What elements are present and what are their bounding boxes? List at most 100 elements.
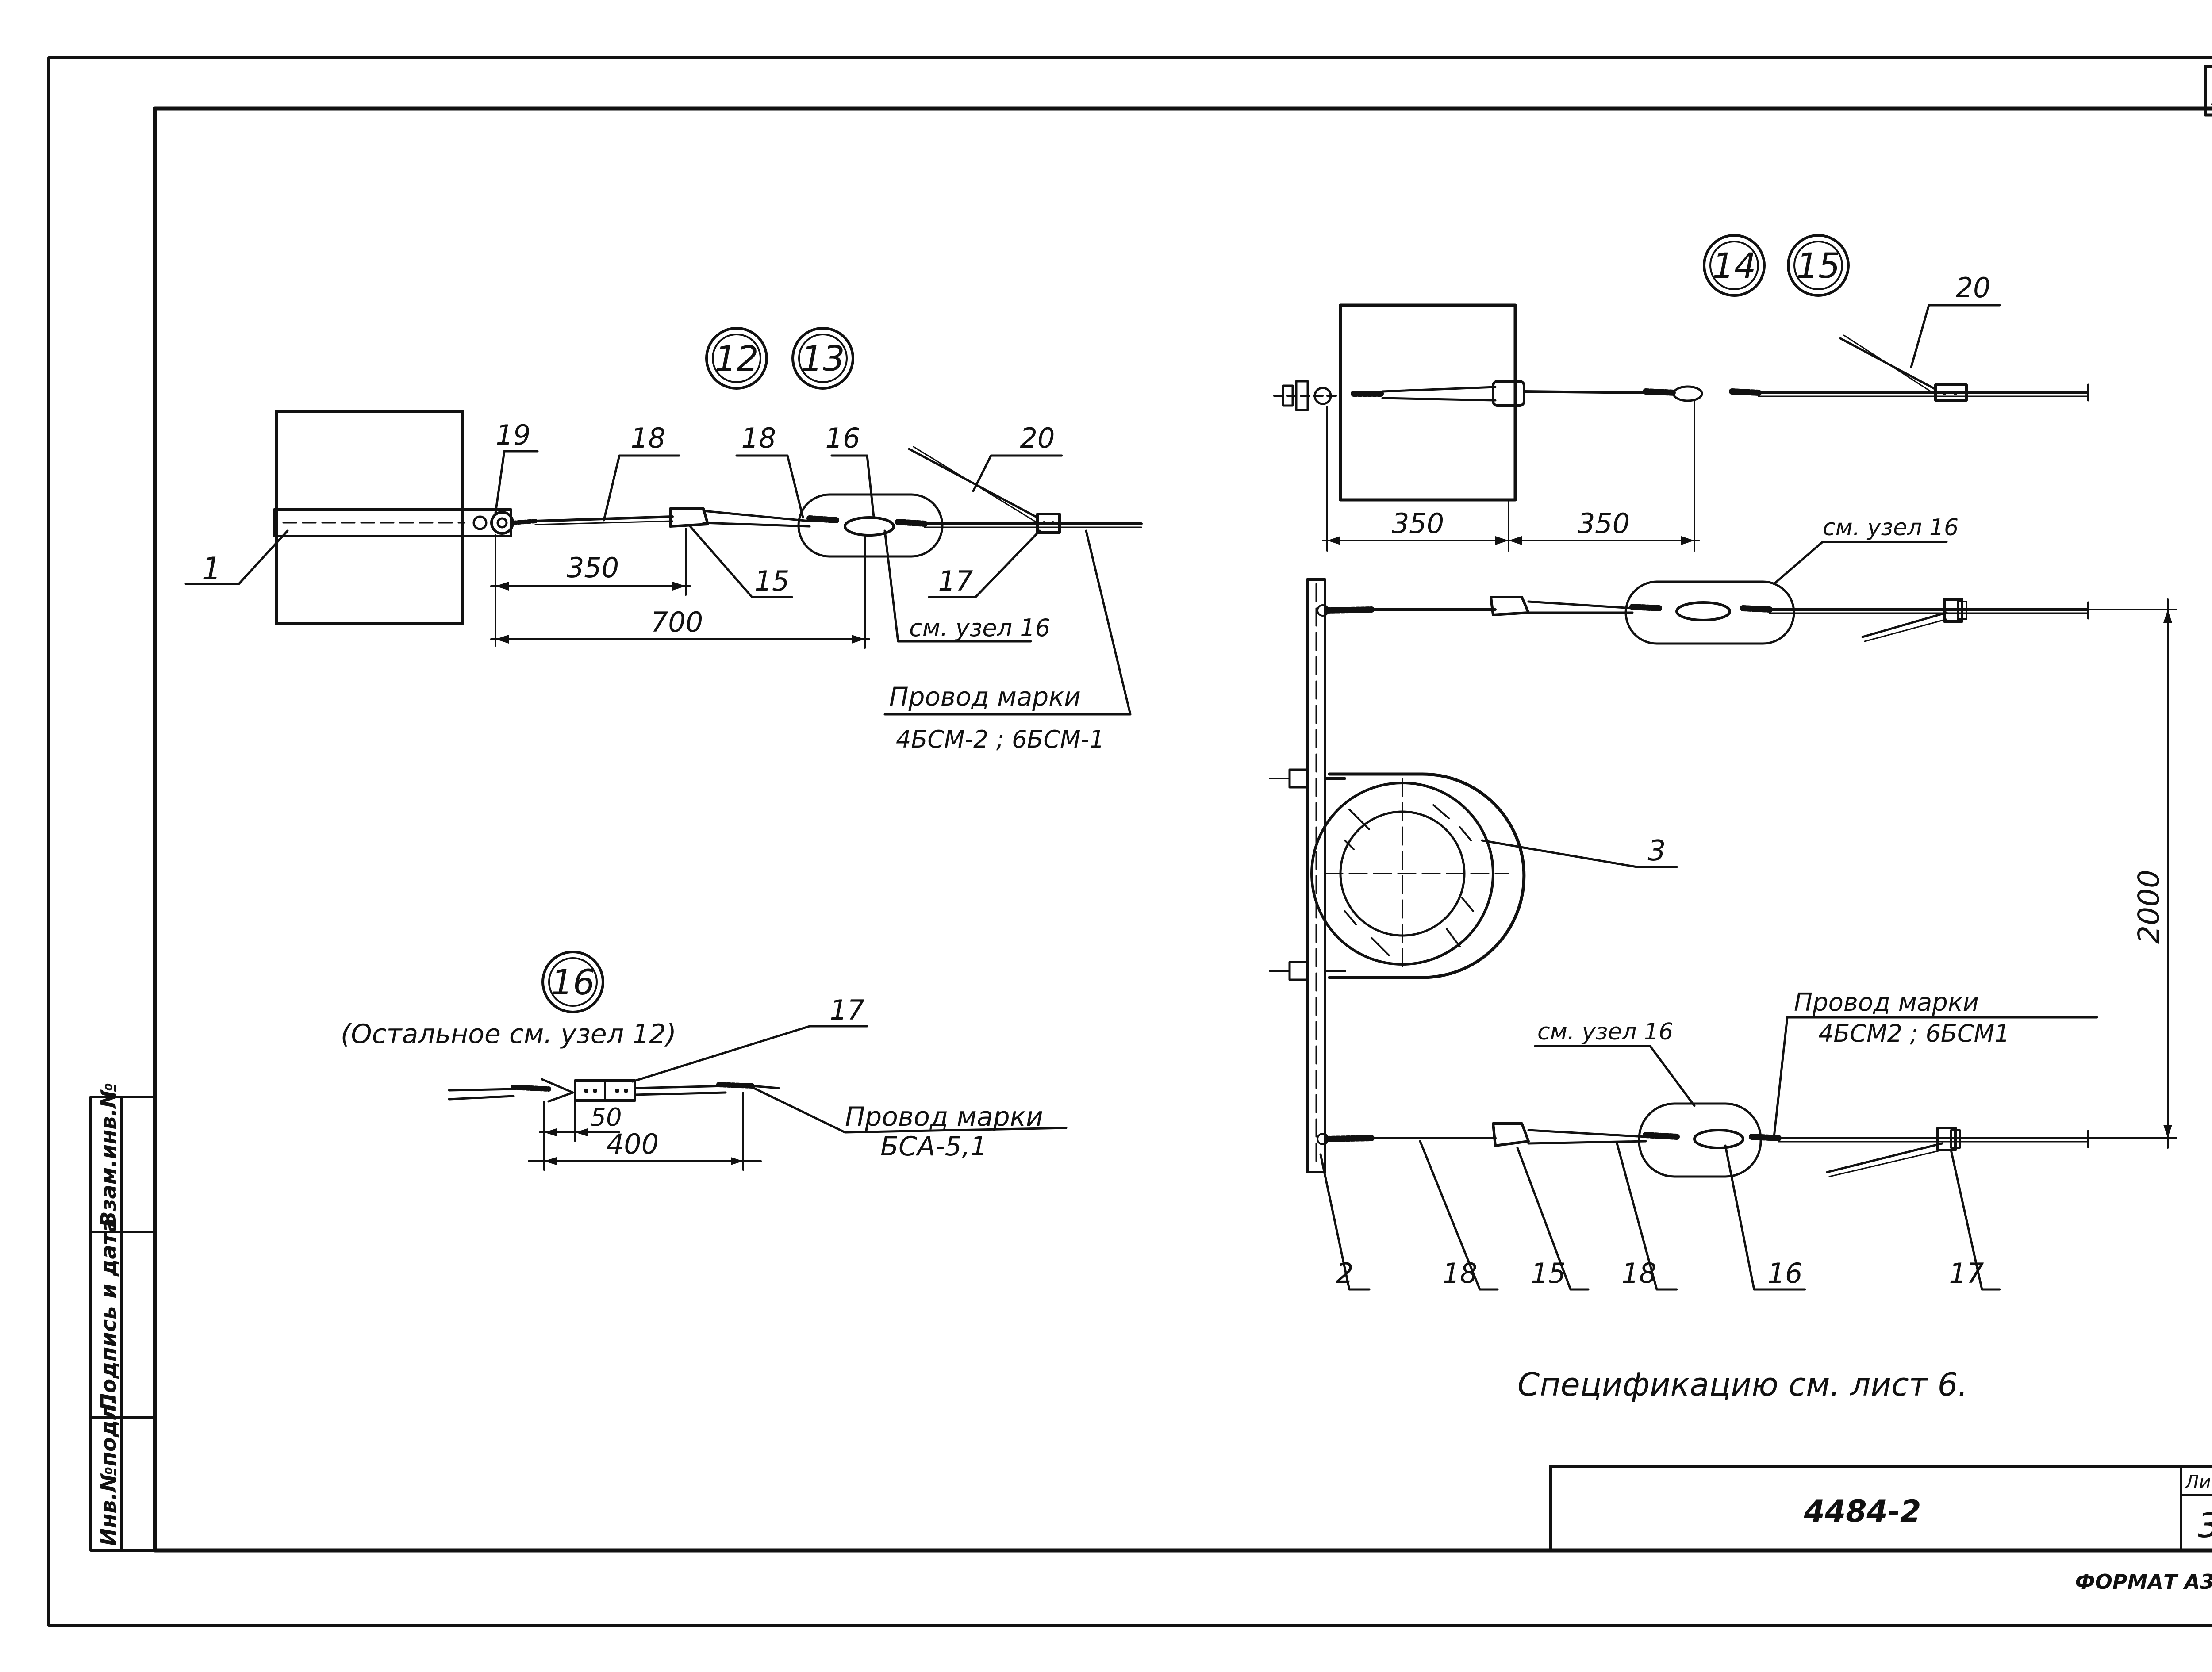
wire-node-12 [511, 446, 1143, 558]
svg-text:3: 3 [1648, 835, 1666, 867]
callout-1: 1 [184, 529, 289, 587]
svg-text:16: 16 [551, 963, 595, 1003]
svg-text:17: 17 [938, 565, 973, 597]
svg-text:15: 15 [1531, 1257, 1566, 1289]
sheet-label: Лист [2184, 1471, 2212, 1493]
wire-node-16 [448, 1078, 780, 1103]
callout-20: 20 [972, 422, 1063, 492]
node-marker-12: 12 [705, 327, 768, 390]
column [275, 410, 464, 625]
dim-400-node-16: 400 [528, 1092, 762, 1171]
dim-2000: 2000 [2087, 598, 2177, 1149]
node-12-13: 12 13 [184, 327, 1143, 753]
callout-15-lower: 15 [1516, 1147, 1590, 1291]
callout-2: 2 [1319, 1153, 1371, 1291]
sheet-number: 3 [2198, 1506, 2212, 1545]
svg-text:Провод марки: Провод марки [1794, 988, 1979, 1017]
callout-16: 16 [826, 422, 875, 518]
svg-text:см. узел 16: см. узел 16 [1537, 1019, 1673, 1045]
stamp-signature-date: Подпись и дата [96, 1218, 121, 1411]
stamp-replacement-inv: Взам.инв.№ [96, 1083, 121, 1228]
svg-text:17: 17 [830, 994, 865, 1026]
svg-text:400: 400 [607, 1128, 659, 1160]
ref-node-16-top: см. узел 16 [1773, 514, 1959, 585]
svg-text:18: 18 [1622, 1257, 1657, 1289]
title-block: 4484-2 Лист 3 ФОРМАТ А3 [1549, 1465, 2212, 1594]
callout-17-lower: 17 [1949, 1149, 2001, 1291]
svg-text:700: 700 [651, 606, 703, 638]
svg-text:19: 19 [496, 419, 531, 451]
svg-text:4БСМ2 ; 6БСМ1: 4БСМ2 ; 6БСМ1 [1818, 1020, 2010, 1047]
vertical-bracket [1269, 578, 1346, 1173]
wire-top-node-14 [1351, 334, 2089, 407]
callout-18-lower-right: 18 [1616, 1142, 1678, 1291]
specification-note: Спецификацию см. лист 6. [1517, 1366, 1968, 1403]
node-16-callout-17: 17 [631, 994, 868, 1083]
svg-text:13: 13 [801, 339, 845, 379]
node-marker-15: 15 [1787, 234, 1850, 297]
format-label: ФОРМАТ А3 [2075, 1570, 2212, 1594]
svg-text:15: 15 [1796, 246, 1840, 286]
svg-text:350: 350 [567, 552, 619, 584]
wire-lower-right [1324, 1102, 2089, 1178]
ref-node-16-bottom: см. узел 16 [1534, 1019, 1696, 1107]
wire-label-node-16: Провод марки БСА-5,1 [751, 1086, 1068, 1162]
node-14-15: 14 15 [1269, 234, 2177, 1291]
callout-18-lower-left: 18 [1419, 1140, 1499, 1291]
svg-text:4БСМ-2 ; 6БСМ-1: 4БСМ-2 ; 6БСМ-1 [896, 725, 1105, 753]
svg-text:17: 17 [1949, 1257, 1984, 1289]
pipe-clamp [1310, 772, 1526, 979]
dim-350-350-right: 350 350 [1322, 399, 1700, 552]
callout-20-right: 20 [1910, 272, 2001, 368]
node-marker-16: 16 [541, 951, 604, 1013]
node-marker-14: 14 [1703, 234, 1766, 297]
side-stamp: Инв.№подл. Подпись и дата Взам.инв.№ [89, 1083, 156, 1552]
callout-18-left: 18 [603, 422, 680, 522]
svg-text:2000: 2000 [2132, 870, 2166, 944]
column-right [1339, 303, 1517, 502]
svg-text:БСА-5,1: БСА-5,1 [880, 1131, 987, 1162]
wire-upper-right [1324, 580, 2089, 645]
wire-label-node-12: Провод марки 4БСМ-2 ; 6БСМ-1 [883, 529, 1132, 753]
svg-text:см. узел 16: см. узел 16 [909, 614, 1050, 642]
svg-text:18: 18 [631, 422, 666, 454]
callout-3: 3 [1481, 835, 1678, 868]
dim-50-node-16: 50 [539, 1101, 622, 1171]
node-16-note: (Остальное см. узел 12) [341, 1019, 676, 1050]
node-16: 16 (Остальное см. узел 12) 17 [341, 951, 1068, 1171]
callout-17: 17 [928, 529, 1041, 598]
stamp-inv-number: Инв.№подл. [96, 1396, 121, 1546]
svg-text:350: 350 [1392, 507, 1444, 540]
callout-15: 15 [689, 525, 793, 598]
dim-700-node-12: 700 [490, 534, 870, 649]
svg-text:20: 20 [1956, 272, 1991, 304]
svg-text:15: 15 [755, 565, 790, 597]
svg-text:12: 12 [714, 339, 758, 379]
svg-text:14: 14 [1712, 246, 1756, 286]
callout-19: 19 [494, 419, 539, 514]
svg-text:16: 16 [1768, 1257, 1803, 1289]
svg-text:18: 18 [1443, 1257, 1478, 1289]
document-designation: 4484-2 [1804, 1494, 1921, 1529]
svg-text:2: 2 [1336, 1257, 1353, 1289]
drawing-frame: 13 [47, 56, 2212, 1627]
svg-text:20: 20 [1020, 422, 1055, 454]
callout-16-lower: 16 [1724, 1144, 1806, 1291]
svg-text:см. узел 16: см. узел 16 [1823, 514, 1959, 541]
wire-label-right: Провод марки 4БСМ2 ; 6БСМ1 [1773, 988, 2098, 1138]
svg-text:50: 50 [590, 1103, 622, 1132]
dim-350-node-12: 350 [490, 528, 691, 647]
node-marker-13: 13 [791, 327, 854, 390]
ref-node-16: см. узел 16 [883, 529, 1050, 643]
svg-text:350: 350 [1578, 507, 1630, 540]
insulator-upper [1624, 580, 1795, 645]
svg-text:Провод марки: Провод марки [845, 1101, 1043, 1132]
callout-18-right: 18 [735, 422, 804, 519]
insulator-lower [1638, 1102, 1762, 1178]
corner-sheet-number: 13 [2209, 76, 2212, 113]
svg-text:18: 18 [741, 422, 776, 454]
svg-text:16: 16 [826, 422, 860, 454]
svg-text:1: 1 [202, 551, 222, 587]
svg-text:Провод марки: Провод марки [889, 682, 1081, 712]
